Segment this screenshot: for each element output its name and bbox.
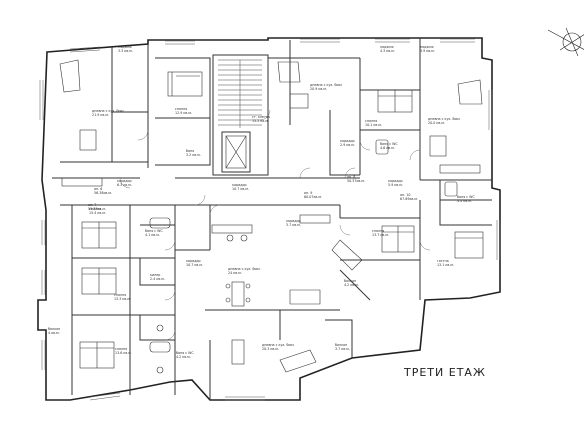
dining-table-icon <box>79 93 447 365</box>
door-swing-icon <box>119 109 431 341</box>
floor-title: ТРЕТИ ЕТАЖ <box>404 366 486 379</box>
north-arrow-icon <box>547 27 584 57</box>
elevator-icon <box>225 135 247 169</box>
kitchen-counter-icon <box>61 164 481 234</box>
staircase <box>218 59 262 128</box>
outer-walls <box>37 37 501 401</box>
bed-icon <box>79 71 484 369</box>
bathtub-icon <box>149 139 458 374</box>
windows <box>39 38 501 401</box>
interior-walls <box>52 38 492 400</box>
sofa-icon <box>59 59 483 373</box>
